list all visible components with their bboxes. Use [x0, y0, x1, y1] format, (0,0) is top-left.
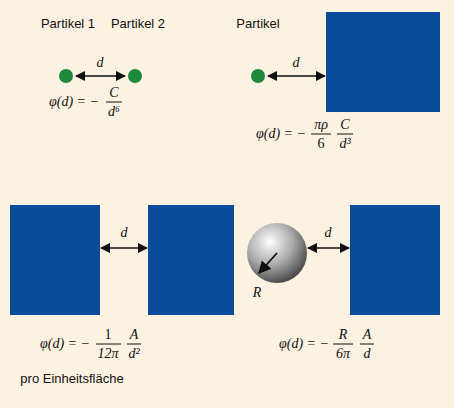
- radius-arrow: [259, 253, 277, 273]
- fraction-bar: [333, 344, 353, 345]
- particle-dot: [251, 69, 265, 83]
- formula-numerator: A: [363, 327, 372, 343]
- particle-label: Partikel 2: [111, 17, 165, 32]
- formula-denominator: 12π: [97, 346, 118, 362]
- distance-arrow: [76, 75, 125, 77]
- distance-label: d: [97, 55, 104, 71]
- formula-numerator: πρ: [314, 117, 328, 133]
- formula-numerator: 1: [105, 327, 112, 343]
- fraction-bar: [311, 134, 331, 135]
- distance-arrow: [308, 247, 349, 249]
- distance-arrow: [268, 75, 325, 77]
- particle-dot: [128, 69, 142, 83]
- formula-denominator: d⁶: [108, 104, 120, 120]
- radius-label: R: [253, 285, 262, 301]
- particle-label: Partikel 1: [41, 17, 95, 32]
- particle-dot: [59, 69, 73, 83]
- fraction-bar: [127, 344, 141, 345]
- fraction-bar: [106, 102, 122, 103]
- wall-block: [350, 205, 440, 315]
- formula-text: φ(d) = −: [256, 126, 306, 142]
- fraction-bar: [96, 344, 121, 345]
- formula-denominator: d²: [128, 346, 139, 362]
- formula-numerator: C: [340, 117, 349, 133]
- formula-numerator: R: [339, 327, 348, 343]
- fraction-bar: [360, 344, 374, 345]
- sphere: [247, 223, 307, 283]
- distance-label: d: [293, 55, 300, 71]
- formula-denominator: d: [364, 346, 371, 362]
- formula-denominator: 6π: [336, 346, 350, 362]
- formula-text: φ(d) = −: [49, 94, 99, 110]
- distance-arrow: [101, 247, 147, 249]
- formula-numerator: A: [130, 327, 139, 343]
- wall-block: [10, 205, 100, 315]
- formula-numerator: C: [109, 85, 118, 101]
- distance-label: d: [325, 225, 332, 241]
- wall-block: [148, 205, 234, 315]
- wall-block: [326, 12, 440, 112]
- formula-text: φ(d) = −: [279, 336, 329, 352]
- formula-text: φ(d) = −: [40, 336, 90, 352]
- fraction-bar: [337, 134, 353, 135]
- particle-label: Partikel: [236, 17, 279, 32]
- formula-denominator: 6: [318, 136, 325, 152]
- formula-denominator: d³: [339, 136, 350, 152]
- distance-label: d: [121, 225, 128, 241]
- caption-note: pro Einheitsfläche: [20, 372, 123, 387]
